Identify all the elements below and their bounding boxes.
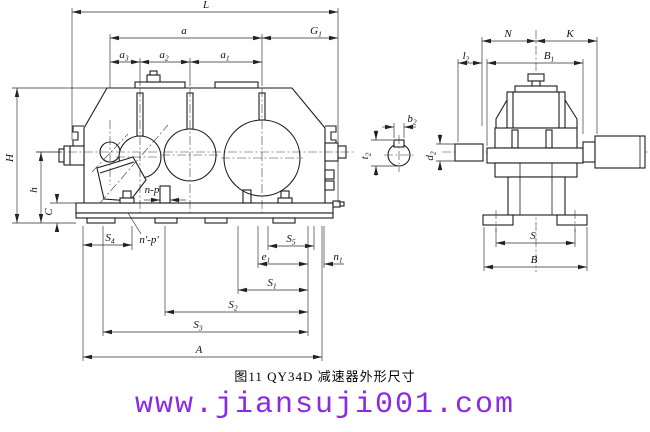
front-view xyxy=(36,70,356,224)
dim-label-A: A xyxy=(195,344,203,356)
dim-label-S5: S5 xyxy=(286,233,296,247)
dim-label-n-p: n-p xyxy=(145,184,160,196)
dim-label-S1: S1 xyxy=(267,277,276,291)
dim-label-a2: a2 xyxy=(159,49,169,63)
dim-label-np2: n'-p' xyxy=(139,234,159,246)
dim-label-B1: B1 xyxy=(544,50,554,64)
dim-label-h: h xyxy=(28,187,40,193)
dim-label-e1: e1 xyxy=(262,251,271,265)
front-view-centerlines xyxy=(36,88,356,213)
watermark-url[interactable]: www.jiansuji001.com xyxy=(134,388,516,422)
dim-label-a3: a3 xyxy=(119,49,129,63)
dim-label-d2: d2 xyxy=(424,151,438,161)
figure-caption: 图11 QY34D 减速器外形尺寸 xyxy=(234,369,416,384)
dim-label-B: B xyxy=(531,254,538,266)
dim-label-a1: a1 xyxy=(220,49,229,63)
dim-label-l2: l2 xyxy=(463,50,470,64)
dim-label-S2: S2 xyxy=(228,299,238,313)
dim-label-C: C xyxy=(43,208,55,216)
dim-label-H: H xyxy=(4,153,16,163)
dim-label-G1: G1 xyxy=(310,25,322,39)
dim-label-a: a xyxy=(181,25,187,37)
side-view xyxy=(442,30,648,272)
dim-label-S3: S3 xyxy=(193,319,203,333)
dim-label-n1: n1 xyxy=(333,251,342,265)
dim-label-L: L xyxy=(202,0,209,11)
dimension-layer xyxy=(12,8,598,361)
dim-label-t2: t2 xyxy=(359,152,373,159)
dim-label-N: N xyxy=(503,28,512,40)
dim-label-b2: b2 xyxy=(407,113,417,127)
shaft-section-detail xyxy=(384,135,414,172)
dim-label-K: K xyxy=(565,28,574,40)
dim-label-S: S xyxy=(530,230,536,242)
dim-label-S4: S4 xyxy=(105,232,115,246)
